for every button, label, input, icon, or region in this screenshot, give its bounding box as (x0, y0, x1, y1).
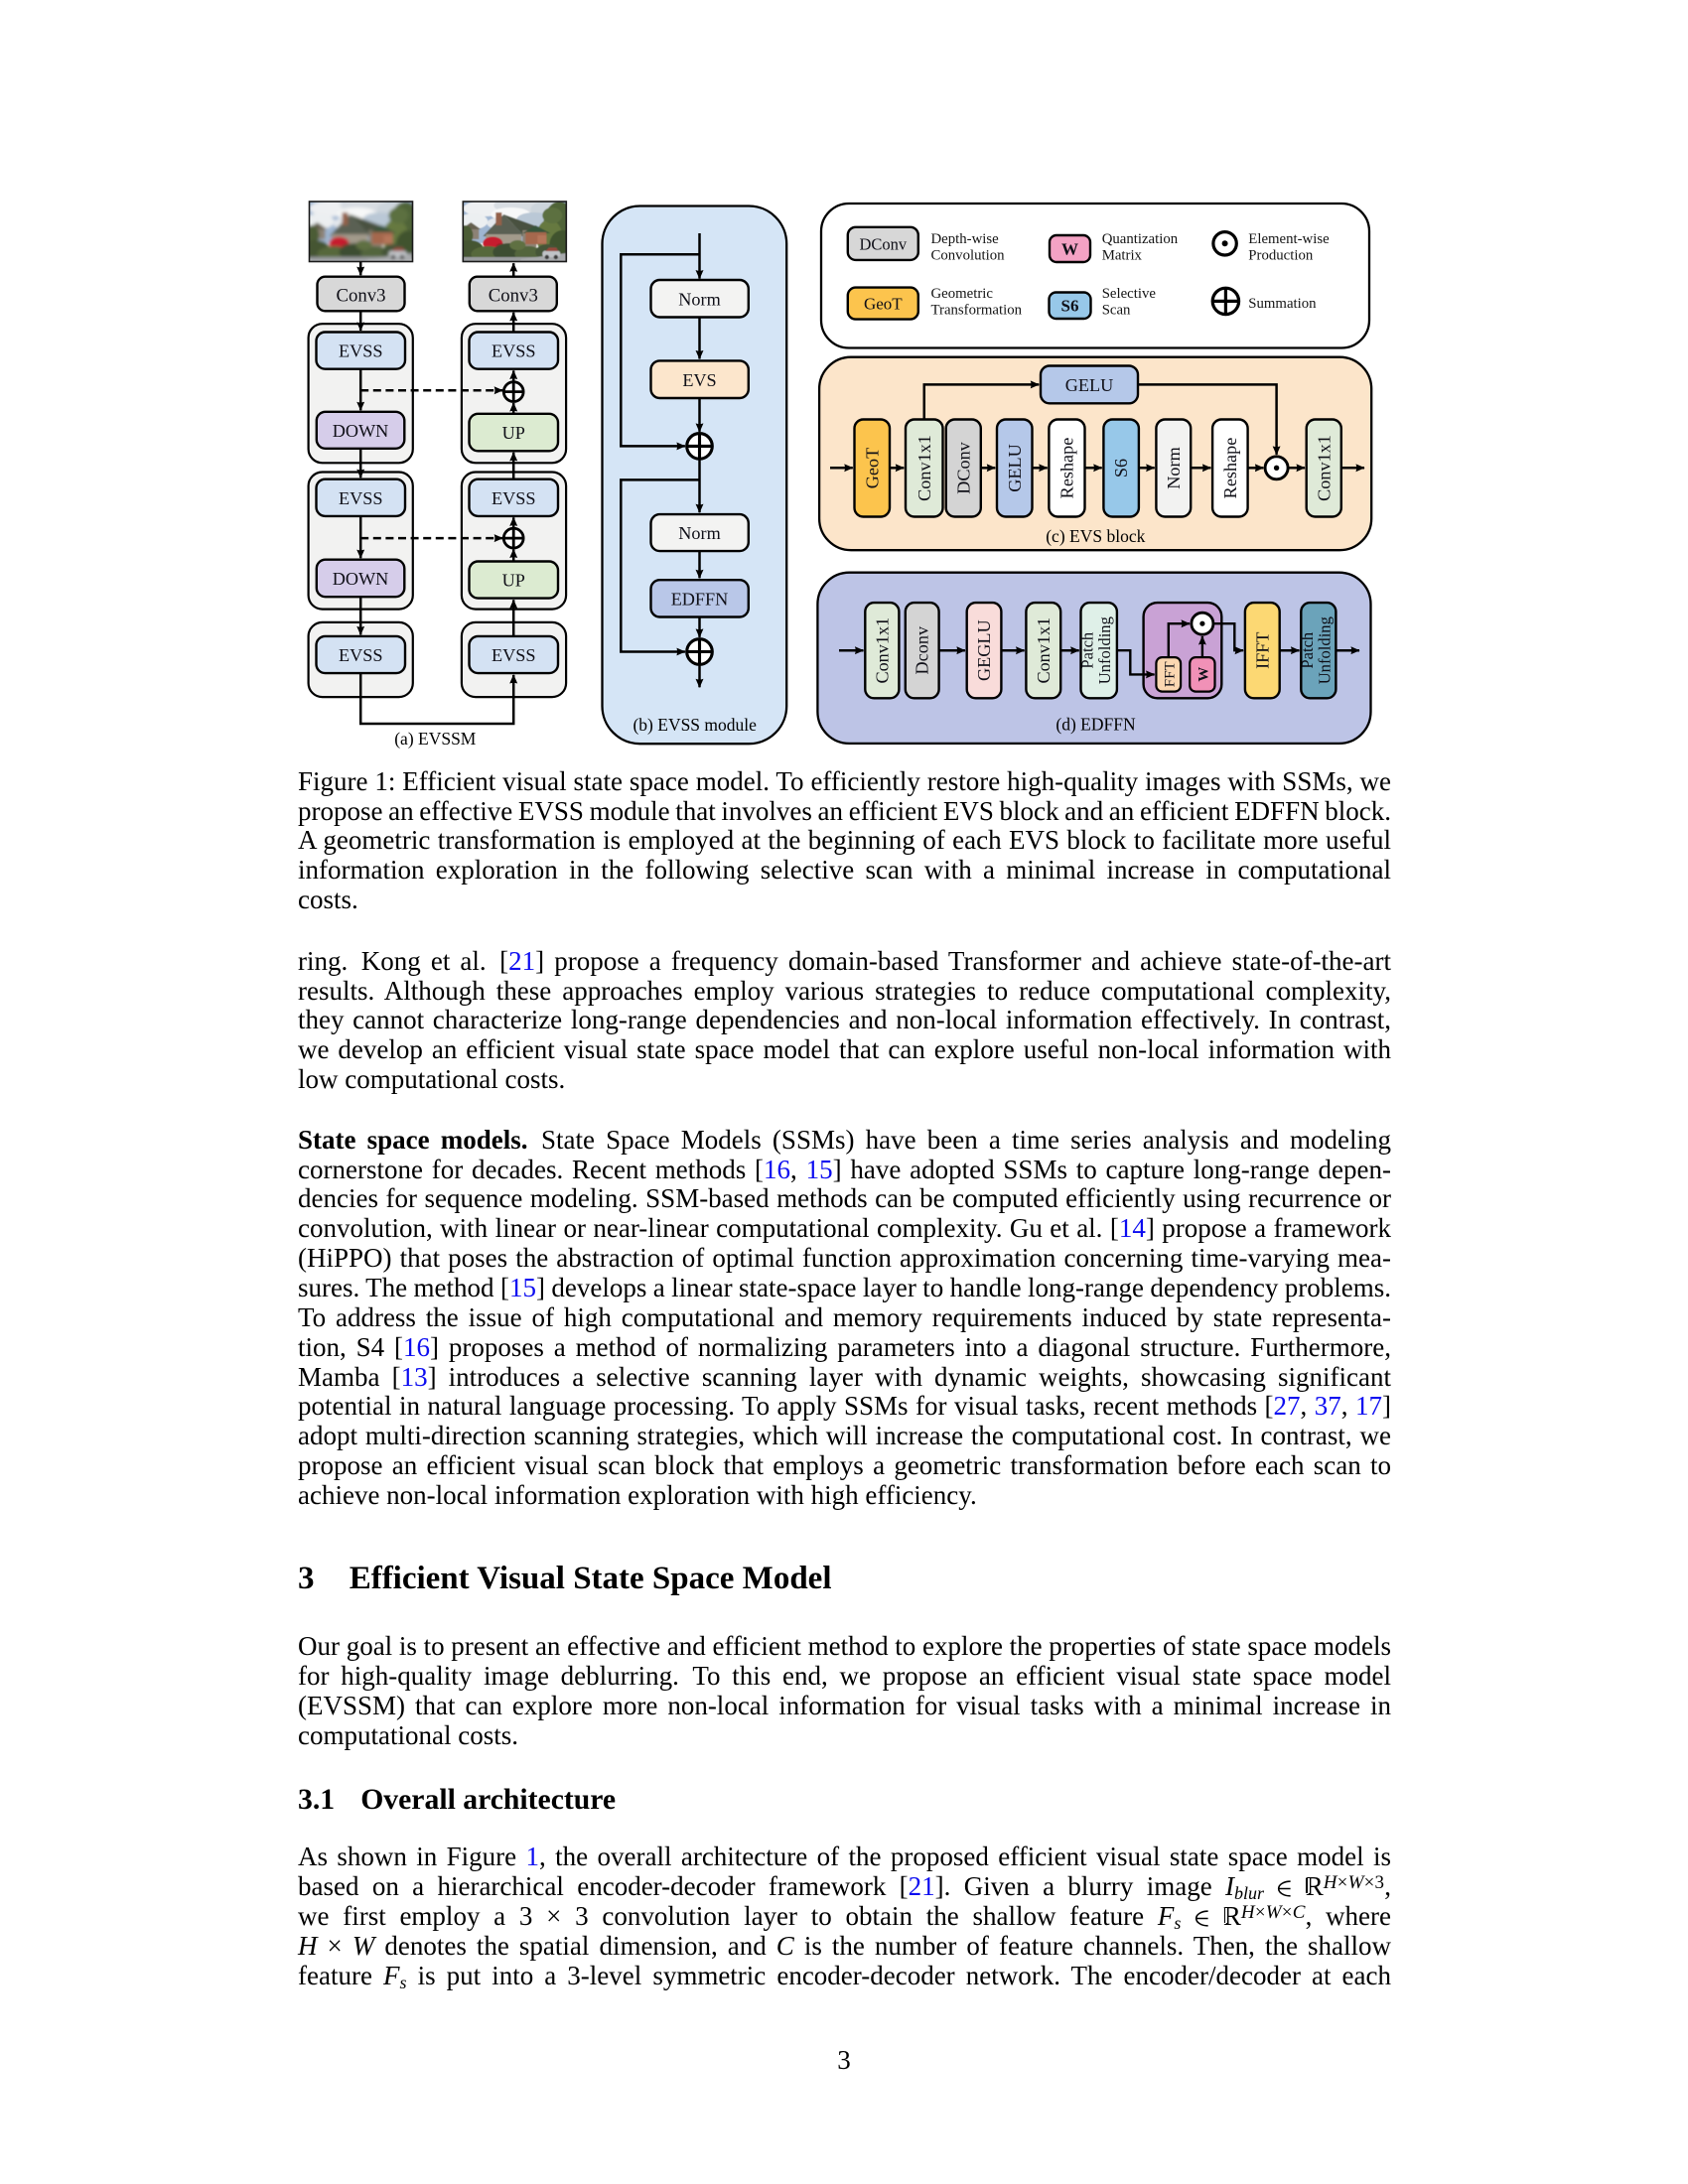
svg-text:Conv1x1: Conv1x1 (914, 435, 934, 501)
svg-text:EVS: EVS (682, 370, 716, 390)
svg-text:Norm: Norm (678, 289, 720, 309)
svg-text:Scan: Scan (1102, 302, 1131, 318)
svg-text:Quantization: Quantization (1102, 231, 1179, 247)
svg-text:(d) EDFFN: (d) EDFFN (1055, 715, 1136, 735)
svg-text:Unfolding: Unfolding (1095, 616, 1114, 684)
svg-text:DConv: DConv (859, 234, 907, 253)
svg-text:S6: S6 (1061, 297, 1079, 316)
svg-text:(a) EVSSM: (a) EVSSM (394, 729, 477, 749)
svg-text:EVSS: EVSS (492, 341, 535, 361)
svg-text:(c) EVS block: (c) EVS block (1046, 526, 1145, 546)
svg-text:Conv3: Conv3 (489, 286, 538, 307)
svg-text:DOWN: DOWN (333, 569, 389, 589)
svg-text:Unfolding: Unfolding (1315, 616, 1334, 684)
svg-text:Reshape: Reshape (1056, 438, 1076, 499)
svg-text:EVSS: EVSS (339, 488, 382, 508)
svg-text:Dconv: Dconv (913, 625, 932, 674)
svg-text:W: W (1061, 240, 1078, 259)
svg-text:(b) EVSS module: (b) EVSS module (633, 715, 757, 735)
svg-text:GELU: GELU (1065, 375, 1114, 395)
svg-text:EVSS: EVSS (339, 341, 382, 361)
svg-text:Transformation: Transformation (931, 302, 1023, 318)
svg-text:EVSS: EVSS (492, 488, 535, 508)
svg-text:DConv: DConv (953, 441, 973, 493)
svg-text:IFFT: IFFT (1252, 631, 1272, 668)
svg-text:EVSS: EVSS (339, 645, 382, 665)
svg-text:FFT: FFT (1162, 661, 1178, 687)
svg-text:GeoT: GeoT (864, 295, 903, 314)
svg-text:Reshape: Reshape (1220, 438, 1240, 499)
svg-text:Patch: Patch (1078, 631, 1097, 669)
svg-text:DOWN: DOWN (333, 421, 389, 441)
svg-text:GeoT: GeoT (862, 448, 882, 488)
svg-text:GEGLU: GEGLU (974, 619, 994, 681)
svg-text:W: W (1196, 667, 1211, 682)
svg-text:S6: S6 (1111, 459, 1131, 478)
svg-text:GELU: GELU (1005, 444, 1025, 492)
svg-text:Patch: Patch (1298, 631, 1317, 669)
svg-text:Conv1x1: Conv1x1 (1034, 617, 1054, 684)
svg-text:Element-wise: Element-wise (1248, 231, 1330, 247)
svg-text:EDFFN: EDFFN (671, 589, 729, 609)
svg-text:Norm: Norm (1164, 447, 1184, 488)
svg-text:Conv3: Conv3 (336, 286, 385, 307)
svg-text:Production: Production (1248, 248, 1314, 264)
svg-text:Convolution: Convolution (931, 248, 1006, 264)
svg-text:UP: UP (502, 423, 525, 443)
svg-text:EVSS: EVSS (492, 645, 535, 665)
svg-text:Conv1x1: Conv1x1 (1314, 435, 1334, 501)
svg-text:UP: UP (502, 570, 525, 590)
svg-text:Conv1x1: Conv1x1 (872, 617, 892, 684)
svg-text:Depth-wise: Depth-wise (931, 231, 1000, 247)
svg-text:Summation: Summation (1248, 296, 1317, 312)
svg-text:Matrix: Matrix (1102, 248, 1143, 264)
svg-text:Geometric: Geometric (931, 286, 994, 302)
svg-text:Selective: Selective (1102, 286, 1157, 302)
svg-text:Norm: Norm (678, 523, 720, 543)
